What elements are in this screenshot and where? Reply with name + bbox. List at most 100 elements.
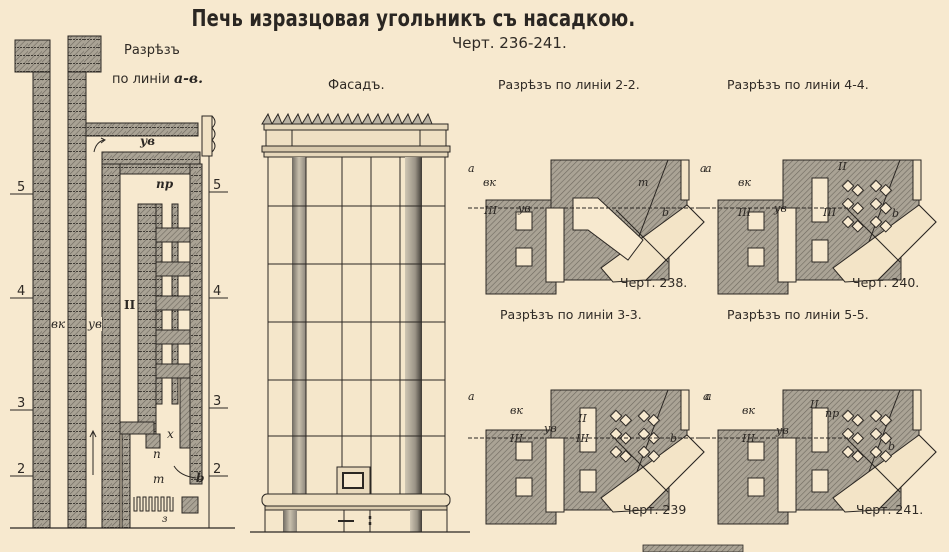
column-right bbox=[405, 157, 422, 497]
stove-wall-left bbox=[101, 163, 121, 529]
plan-label: III bbox=[738, 206, 752, 219]
plan-title: Разрѣзъ по линiи 3-3. bbox=[500, 307, 642, 322]
tile-face bbox=[832, 204, 937, 283]
stove-top bbox=[101, 151, 201, 165]
plan-label: ув bbox=[544, 422, 557, 435]
section-av-line-label: по линiи bbox=[112, 72, 170, 87]
channel-III bbox=[811, 469, 829, 493]
plan-label: b bbox=[892, 207, 900, 220]
plan-title: Разрѣзъ по линiи 4-4. bbox=[727, 77, 869, 92]
lattice bbox=[609, 409, 661, 463]
plan-section bbox=[700, 159, 937, 295]
plan-section bbox=[700, 389, 937, 525]
chimney-cap-left bbox=[14, 39, 51, 73]
level-mark-right: 4 bbox=[213, 284, 222, 299]
section-av-title: Разрѣзъ bbox=[124, 43, 180, 58]
label-channel-II: II bbox=[124, 298, 136, 312]
channel-II bbox=[811, 407, 829, 453]
plan-label: b bbox=[888, 440, 896, 453]
facade-drawing bbox=[250, 112, 470, 533]
plan-label: вк bbox=[483, 176, 496, 189]
flue-vk bbox=[747, 441, 765, 461]
chimney-cap-right bbox=[67, 35, 102, 73]
level-mark-left: 3 bbox=[17, 396, 26, 411]
plan-label: вк bbox=[738, 176, 751, 189]
plan-caption: Черт. 240. bbox=[852, 275, 920, 290]
section-av-drawing bbox=[10, 35, 235, 529]
plan-label: II bbox=[838, 160, 847, 173]
tile-grid bbox=[268, 157, 445, 497]
plan-label: пр bbox=[825, 407, 840, 420]
level-mark-right: 3 bbox=[213, 394, 222, 409]
next-figure-fragment bbox=[642, 544, 744, 552]
plan-label: a bbox=[703, 390, 710, 403]
plan-label: ув bbox=[518, 202, 531, 215]
tile-face bbox=[600, 434, 705, 513]
label-yv: ув bbox=[88, 317, 102, 331]
plan-label: ув bbox=[776, 424, 789, 437]
flue-wall-middle bbox=[67, 71, 87, 529]
section-av-subtitle: по линiи а-в. bbox=[112, 71, 203, 87]
label-m: т bbox=[153, 472, 165, 486]
grate bbox=[133, 496, 174, 512]
channel-III bbox=[811, 239, 829, 263]
plan-caption: Черт. 239 bbox=[623, 502, 687, 517]
firebox bbox=[572, 197, 644, 261]
plan-label: II bbox=[578, 412, 587, 425]
label-z: з bbox=[162, 514, 168, 525]
level-mark-left: 2 bbox=[17, 462, 26, 477]
level-mark-right: 5 bbox=[213, 178, 222, 193]
column-left bbox=[292, 157, 306, 497]
plan-label: II bbox=[810, 398, 819, 411]
flue-yv bbox=[545, 207, 565, 283]
lattice bbox=[841, 179, 893, 233]
channel-III bbox=[579, 469, 597, 493]
plan-label: b bbox=[662, 206, 670, 219]
flue-yv bbox=[777, 207, 797, 283]
section-av-line-id: а-в. bbox=[174, 71, 203, 87]
plan-label: III bbox=[484, 204, 498, 217]
lattice bbox=[841, 409, 893, 463]
label-vk: вк bbox=[51, 317, 66, 331]
plan-label: вк bbox=[742, 404, 755, 417]
flue-wall-outer bbox=[32, 71, 51, 529]
figure-range: Черт. 236-241. bbox=[452, 34, 567, 52]
label-n: п bbox=[153, 447, 161, 461]
plan-section bbox=[468, 389, 708, 525]
tile-face bbox=[600, 204, 705, 283]
level-mark-right: 2 bbox=[213, 462, 222, 477]
plan-label: a bbox=[705, 162, 712, 175]
flow-arrow-top bbox=[93, 139, 105, 153]
flue-vk bbox=[747, 211, 765, 231]
flue-vk bbox=[515, 211, 533, 231]
plan-label: a bbox=[468, 390, 475, 403]
label-x: х bbox=[167, 427, 174, 441]
plan-label: III bbox=[510, 432, 524, 445]
channel-II bbox=[811, 177, 829, 223]
tile-face bbox=[832, 434, 937, 513]
inner-column bbox=[137, 203, 157, 435]
facade-title: Фасадъ. bbox=[328, 78, 385, 93]
level-mark-left: 5 bbox=[17, 180, 26, 195]
flue-III bbox=[747, 477, 765, 497]
plan-label: III bbox=[576, 432, 590, 445]
label-pr: пр bbox=[156, 177, 174, 191]
page-title: Печь изразцовая угольникъ съ насадкою. bbox=[191, 6, 636, 32]
plan-label: a bbox=[705, 390, 712, 403]
flue-yv bbox=[777, 437, 797, 513]
plan-caption: Черт. 238. bbox=[620, 275, 688, 290]
flue-yv bbox=[545, 437, 565, 513]
channel-II bbox=[579, 407, 597, 453]
flue-III bbox=[515, 477, 533, 497]
top-connector bbox=[85, 122, 199, 137]
plan-title: Разрѣзъ по линiи 5-5. bbox=[727, 307, 869, 322]
plan-label: вк bbox=[510, 404, 523, 417]
flue-III bbox=[747, 247, 765, 267]
plan-sections bbox=[468, 159, 937, 525]
label-yv-top: ув bbox=[140, 134, 156, 148]
plan-title: Разрѣзъ по линiи 2-2. bbox=[498, 77, 640, 92]
stove-ceiling bbox=[119, 163, 191, 175]
plan-label: a bbox=[468, 162, 475, 175]
plan-label: III bbox=[823, 206, 837, 219]
